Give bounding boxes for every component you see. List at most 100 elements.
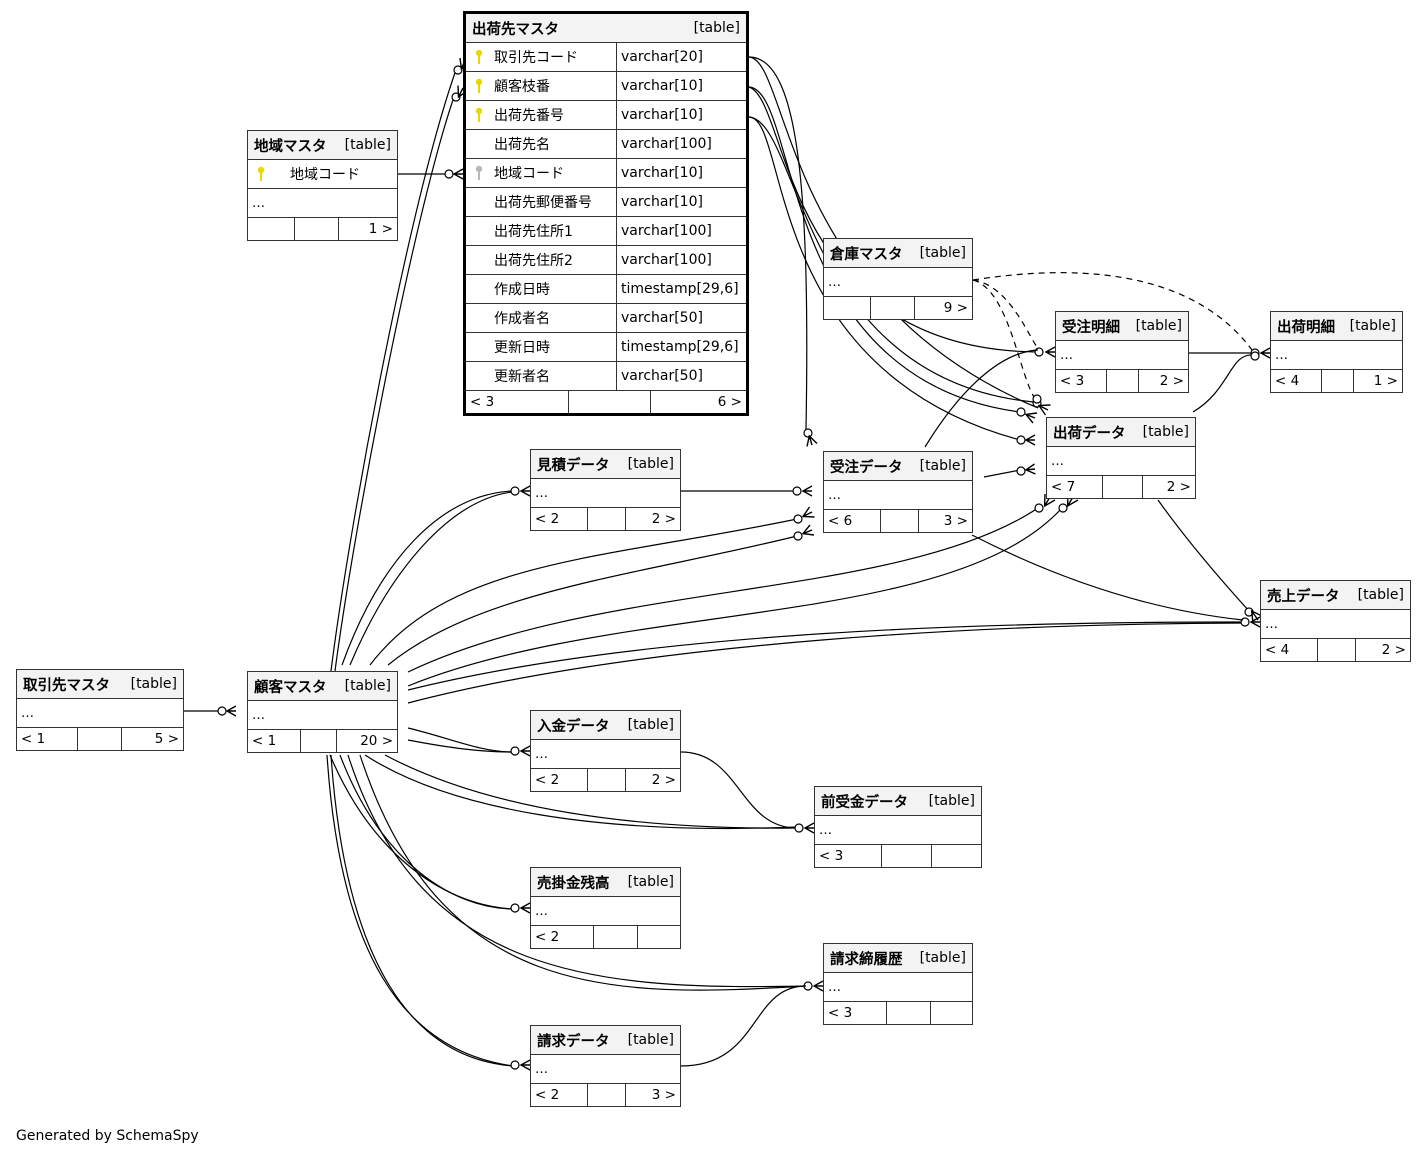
ellipsis-row: …	[824, 481, 972, 510]
column-type: varchar[20]	[616, 43, 746, 71]
footer-spacer	[886, 1002, 930, 1024]
table-urikake[interactable]: 売掛金残高[table]…< 2	[530, 867, 681, 949]
optional-marker-icon	[510, 903, 520, 913]
child-count[interactable]	[637, 926, 680, 948]
relationship-line	[680, 985, 807, 1067]
child-count[interactable]: 2 >	[625, 769, 680, 791]
table-footer: < 1 20 >	[248, 730, 397, 752]
child-count[interactable]: 2 >	[1138, 370, 1188, 392]
table-header: 受注明細[table]	[1056, 312, 1188, 341]
parent-count[interactable]: < 4	[1275, 373, 1300, 389]
child-count[interactable]: 3 >	[918, 510, 972, 532]
child-count[interactable]: 2 >	[1355, 639, 1410, 661]
table-kind: [table]	[928, 793, 975, 809]
parent-count[interactable]: < 2	[535, 772, 560, 788]
table-name: 売掛金残高	[537, 875, 610, 892]
column-name: 顧客枝番	[494, 79, 550, 95]
parent-count[interactable]: < 1	[21, 731, 46, 747]
table-header: 売掛金残高[table]	[531, 868, 680, 897]
many-marker-icon	[1044, 346, 1056, 358]
optional-marker-icon	[1016, 407, 1026, 417]
table-name: 請求データ	[537, 1033, 610, 1050]
footer-spacer	[1106, 370, 1138, 392]
generated-by-label: Generated by SchemaSpy	[16, 1128, 199, 1144]
ellipsis-row: …	[531, 479, 680, 508]
table-header: 入金データ[table]	[531, 711, 680, 740]
parent-count[interactable]: < 2	[535, 1087, 560, 1103]
child-count[interactable]: 2 >	[1142, 476, 1195, 498]
table-soko[interactable]: 倉庫マスタ[table]…9 >	[823, 238, 973, 320]
relationship-line	[359, 754, 807, 991]
table-seikyu-shime[interactable]: 請求締履歴[table]…< 3	[823, 943, 973, 1025]
child-count[interactable]	[930, 1002, 972, 1024]
child-count[interactable]: 1 >	[338, 218, 397, 240]
column-name: 更新者名	[494, 369, 550, 385]
column-name: 取引先コード	[494, 50, 578, 66]
many-marker-icon	[1024, 434, 1036, 446]
parent-count[interactable]	[248, 218, 294, 240]
optional-marker-icon	[1034, 503, 1044, 513]
relationship-line	[748, 116, 1021, 441]
parent-count[interactable]: < 3	[1060, 373, 1085, 389]
column-name: 出荷先名	[494, 137, 550, 153]
child-count[interactable]: 6 >	[650, 391, 746, 413]
child-count[interactable]: 3 >	[625, 1084, 680, 1106]
relationship-line	[347, 754, 807, 988]
optional-marker-icon	[1034, 347, 1044, 357]
parent-count[interactable]: < 3	[819, 848, 844, 864]
parent-count[interactable]: < 4	[1265, 642, 1290, 658]
parent-count[interactable]: < 2	[535, 929, 560, 945]
table-kind: [table]	[344, 137, 391, 153]
table-maeuke[interactable]: 前受金データ[table]…< 3	[814, 786, 982, 868]
footer-spacer	[880, 510, 918, 532]
primary-key-icon	[472, 78, 486, 94]
parent-count[interactable]: < 1	[252, 733, 277, 749]
child-count[interactable]: 2 >	[625, 508, 680, 530]
child-count[interactable]: 1 >	[1353, 370, 1402, 392]
implied-relationship-line	[972, 279, 1037, 401]
column-name: 作成日時	[494, 282, 550, 298]
relationship-line	[326, 754, 514, 1067]
parent-count[interactable]: < 3	[828, 1005, 853, 1021]
column-type: varchar[50]	[616, 362, 746, 390]
table-footer: < 7 2 >	[1047, 476, 1195, 498]
child-count[interactable]: 20 >	[336, 730, 397, 752]
relationship-line	[1157, 499, 1250, 612]
child-count[interactable]: 9 >	[914, 297, 972, 319]
child-count[interactable]: 5 >	[121, 728, 183, 750]
column-name: 出荷先住所2	[494, 253, 573, 269]
table-footer: < 2	[531, 926, 680, 948]
parent-count[interactable]: < 6	[828, 513, 853, 529]
many-marker-icon	[1037, 404, 1051, 416]
table-name: 地域マスタ	[254, 138, 327, 155]
table-kind: [table]	[627, 456, 674, 472]
primary-key-icon	[254, 166, 268, 182]
table-chiiki-master[interactable]: 地域マスタ[table] 地域コード … 1 >	[247, 130, 398, 241]
parent-count[interactable]: < 3	[470, 394, 495, 410]
ellipsis-row: …	[1047, 447, 1195, 476]
parent-count[interactable]: < 2	[535, 511, 560, 527]
parent-count[interactable]: < 7	[1051, 479, 1076, 495]
column-type: timestamp[29,6]	[616, 275, 746, 303]
table-footer: < 4 2 >	[1261, 639, 1410, 661]
parent-count[interactable]	[824, 297, 870, 319]
optional-marker-icon	[444, 169, 454, 179]
column-row: 取引先コード varchar[20]	[466, 43, 746, 72]
relationship-line	[339, 754, 514, 910]
child-count[interactable]	[931, 845, 981, 867]
table-juchu-data[interactable]: 受注データ[table]… < 6 3 >	[823, 451, 973, 533]
relationship-line	[748, 116, 1035, 403]
table-header: 受注データ[table]	[824, 452, 972, 481]
